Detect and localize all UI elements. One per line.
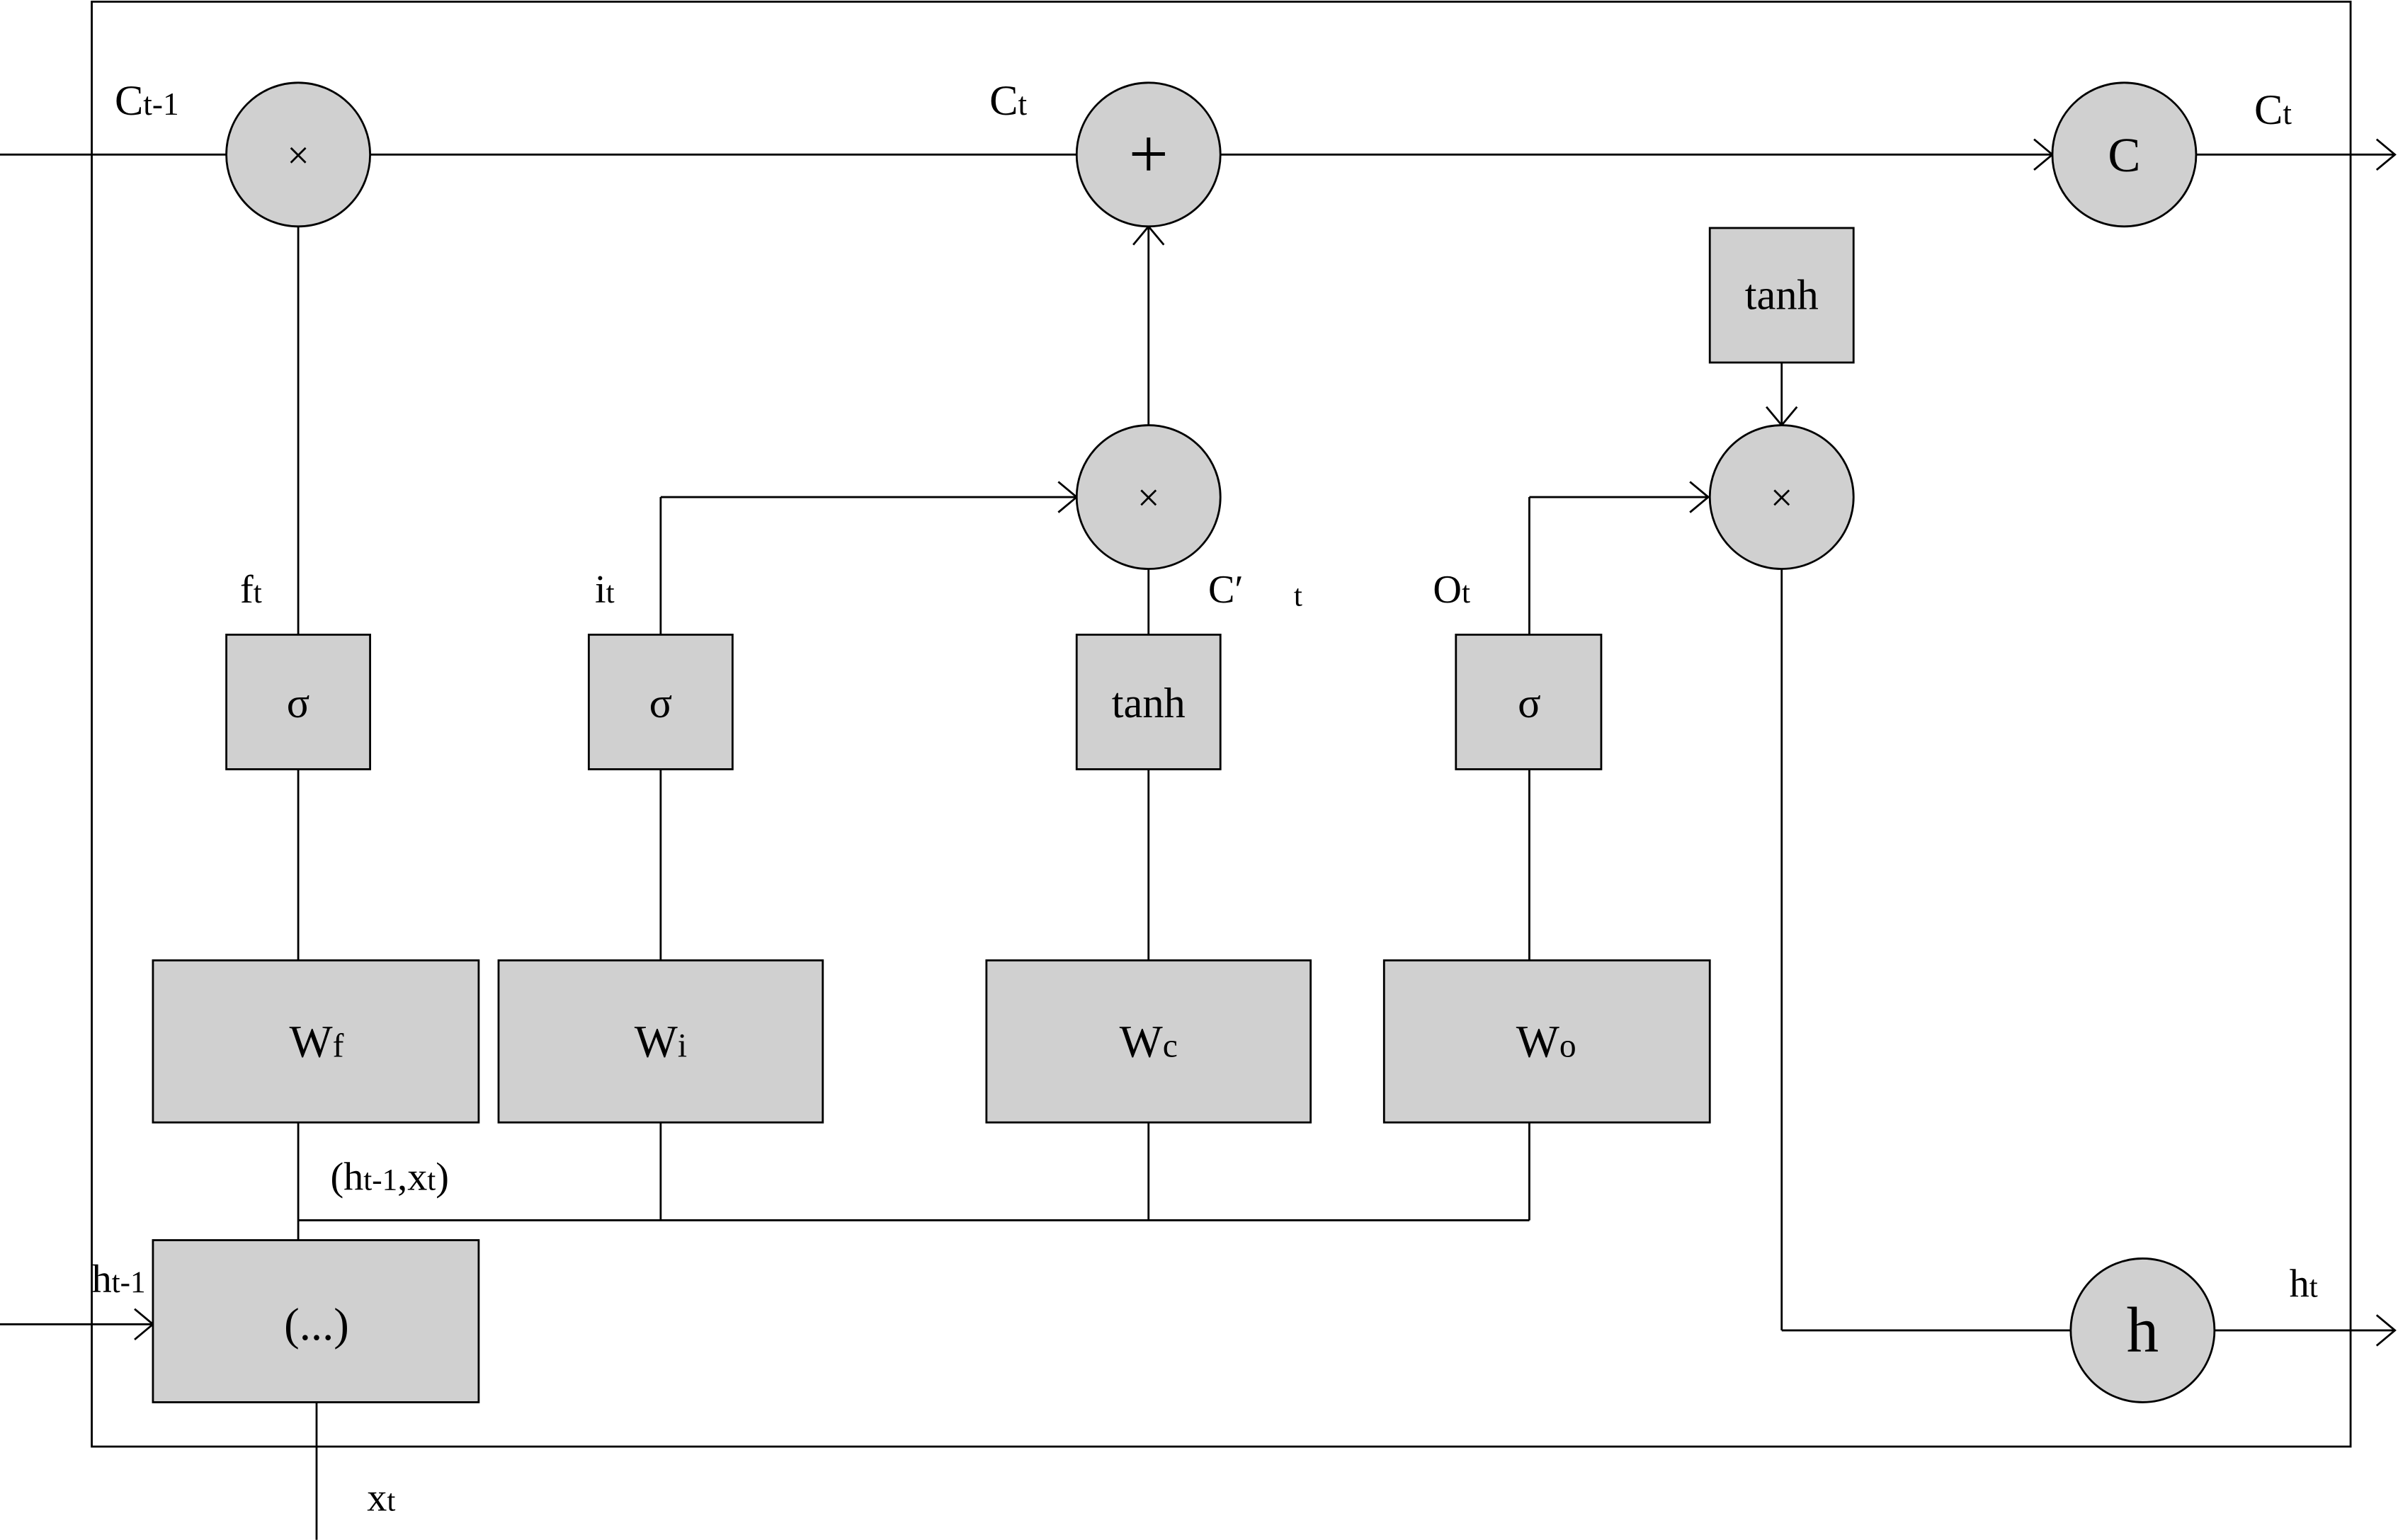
weight-box-input — [497, 959, 824, 1124]
label-subscript: t-1 — [112, 1266, 146, 1299]
weight-symbol: W — [1120, 1016, 1163, 1067]
weight-subscript: c — [1163, 1027, 1178, 1064]
cell-state-symbol: C — [2108, 127, 2140, 182]
multiply-symbol: × — [287, 134, 309, 178]
weight-subscript: i — [678, 1027, 687, 1064]
label-main: C — [115, 77, 143, 125]
output-gate-sigmoid-box — [1455, 633, 1603, 770]
arrow-head — [1689, 481, 1710, 513]
cell-state-output-label: Ct — [2254, 86, 2292, 134]
label-subscript: t — [387, 1485, 395, 1518]
forget-gate-label: ft — [240, 568, 262, 612]
multiply-symbol: × — [1137, 476, 1160, 520]
weight-symbol: W — [635, 1016, 678, 1067]
weight-box-candidate — [985, 959, 1312, 1124]
label-subscript: t-1 — [143, 86, 178, 122]
concat-input-pair-label: (ht-1,xt) — [330, 1155, 449, 1199]
output-multiply-node — [1708, 424, 1855, 570]
weight-label-input: Wi — [635, 1016, 687, 1067]
arrow-head — [2375, 1314, 2397, 1347]
input-gate-label: it — [595, 568, 615, 612]
label-subscript: t — [1294, 579, 1302, 612]
label-main: C — [989, 77, 1018, 125]
weight-box-forget — [152, 959, 480, 1124]
concat-box — [152, 1239, 480, 1403]
label-subscript: t-1 — [363, 1163, 397, 1197]
label-subscript: t — [2283, 96, 2292, 131]
weight-label-forget: Wf — [290, 1016, 344, 1067]
forget-multiply-node — [225, 81, 371, 228]
weight-label-candidate: Wc — [1120, 1016, 1178, 1067]
weight-subscript: f — [333, 1027, 344, 1064]
hidden-prev-label: ht-1 — [92, 1257, 146, 1301]
weight-symbol: W — [290, 1016, 333, 1067]
sigmoid-label: σ — [1518, 680, 1541, 727]
forget-gate-sigmoid-box — [225, 633, 371, 770]
x-input-label: xt — [367, 1476, 395, 1520]
label-subscript: t — [254, 576, 262, 610]
weight-subscript: o — [1559, 1027, 1576, 1064]
hidden-output-label: ht — [2290, 1262, 2318, 1306]
output-gate-label: Ot — [1433, 568, 1470, 612]
label-subscript: t — [427, 1163, 436, 1197]
label-main: i — [595, 568, 606, 612]
weight-box-output — [1382, 959, 1711, 1124]
label-main: ,x — [397, 1155, 427, 1199]
weight-symbol: W — [1516, 1016, 1559, 1067]
cell-state-node — [2051, 81, 2198, 228]
hidden-state-symbol: h — [2127, 1294, 2159, 1366]
label-main: C′ — [1208, 568, 1244, 612]
arrow-head — [2375, 138, 2397, 171]
label-main: O — [1433, 568, 1462, 612]
input-multiply-node — [1075, 424, 1222, 570]
label-main: ) — [436, 1155, 449, 1199]
tanh-label: tanh — [1112, 680, 1186, 727]
sigmoid-label: σ — [287, 680, 310, 727]
label-main: h — [2290, 1262, 2309, 1306]
label-subscript: t — [1018, 86, 1027, 122]
label-main: h — [92, 1257, 112, 1301]
cell-frame — [91, 0, 2352, 1448]
sigmoid-label: σ — [649, 680, 673, 727]
cell-tanh-box — [1708, 227, 1855, 364]
label-subscript: t — [1462, 576, 1470, 610]
label-subscript: t — [2309, 1270, 2318, 1304]
cell-state-prev-label: Ct-1 — [115, 77, 179, 125]
weight-label-output: Wo — [1516, 1016, 1576, 1067]
label-main: C — [2254, 86, 2283, 134]
label-main: f — [240, 568, 254, 612]
candidate-tanh-box — [1075, 633, 1222, 770]
cell-add-node — [1075, 81, 1222, 228]
concat-box-label: (...) — [284, 1299, 349, 1350]
tanh-label: tanh — [1745, 271, 1819, 319]
candidate-label: C′ t — [1208, 568, 1302, 612]
multiply-symbol: × — [1771, 476, 1793, 520]
input-gate-sigmoid-box — [587, 633, 734, 770]
label-main: x — [367, 1476, 387, 1520]
label-subscript: t — [606, 576, 615, 610]
cell-state-current-label: Ct — [989, 77, 1027, 125]
hidden-state-node — [2069, 1257, 2216, 1403]
add-symbol: + — [1129, 115, 1169, 193]
label-main: (h — [330, 1155, 363, 1199]
